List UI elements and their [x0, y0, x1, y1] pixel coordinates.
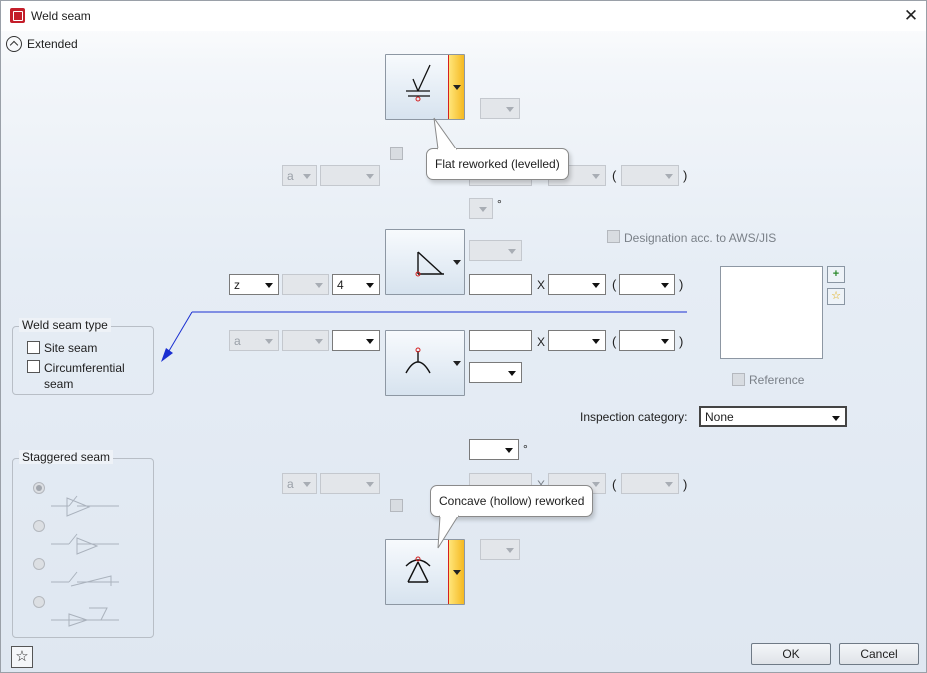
add-icon[interactable]: + — [827, 266, 845, 283]
title-bar: Weld seam ✕ — [1, 1, 926, 31]
bottom-checkbox[interactable] — [390, 499, 403, 512]
app-icon — [10, 8, 25, 23]
extended-toggle[interactable]: Extended — [27, 37, 78, 51]
top-size-select[interactable] — [320, 165, 380, 186]
circumferential-seam-label: Circumferential seam — [44, 361, 125, 391]
cancel-button[interactable]: Cancel — [839, 643, 919, 665]
arrow-side-length-input[interactable] — [469, 274, 532, 295]
arrow-side-size-select[interactable]: 4 — [332, 274, 380, 295]
other-side-count-select[interactable] — [548, 330, 606, 351]
flat-reworked-weld-symbol-icon — [406, 64, 431, 102]
bottom-symbol-tooltip-text: Concave (hollow) reworked — [439, 494, 585, 508]
top-weld-symbol-button[interactable] — [385, 54, 465, 120]
bottom-symbol-tooltip: Concave (hollow) reworked — [430, 485, 594, 517]
degree-label: ° — [497, 197, 502, 211]
other-side-type-select[interactable] — [282, 330, 329, 351]
weld-seam-type-title: Weld seam type — [19, 318, 111, 332]
arrow-side-prefix-select[interactable] — [282, 274, 329, 295]
designation-checkbox[interactable] — [607, 230, 620, 243]
line-type-select[interactable]: z — [229, 274, 279, 295]
top-symbol-dropdown[interactable] — [448, 55, 464, 119]
window-title: Weld seam — [31, 9, 91, 23]
other-side-prefix-select[interactable]: a — [229, 330, 279, 351]
staggered-option-1-radio[interactable] — [33, 482, 45, 494]
bottom-size-select[interactable] — [320, 473, 380, 494]
paren-close: ) — [679, 277, 684, 292]
arrow-side-finish-select[interactable] — [469, 240, 522, 261]
tooltip-pointer — [437, 515, 459, 549]
bottom-finish-select[interactable] — [480, 539, 520, 560]
arrow-side-symbol-button[interactable] — [385, 229, 465, 295]
close-icon[interactable]: ✕ — [903, 6, 919, 25]
circumferential-seam-checkbox[interactable] — [27, 360, 40, 373]
staggered-option-3-radio[interactable] — [33, 558, 45, 570]
top-checkbox[interactable] — [390, 147, 403, 160]
other-side-pitch-select[interactable] — [619, 330, 675, 351]
reference-line-arrow — [161, 311, 687, 362]
chevron-down-icon — [453, 260, 461, 265]
inspection-category-select[interactable]: None — [699, 406, 847, 427]
paren-open: ( — [612, 277, 617, 292]
concave-reworked-weld-symbol-icon — [405, 556, 431, 583]
designation-label: Designation acc. to AWS/JIS — [624, 231, 777, 245]
degree-label: ° — [523, 442, 528, 456]
convex-weld-symbol-icon — [405, 347, 431, 374]
staggered-seam-title: Staggered seam — [19, 450, 114, 464]
bottom-weld-symbol-button[interactable] — [385, 539, 465, 605]
top-finish-select[interactable] — [480, 98, 520, 119]
other-side-size-select[interactable] — [332, 330, 380, 351]
paren-open: ( — [612, 334, 617, 349]
favorites-star-icon[interactable]: ☆ — [11, 646, 33, 668]
staggered-option-4-radio[interactable] — [33, 596, 45, 608]
other-side-symbol-button[interactable] — [385, 330, 465, 396]
site-seam-label: Site seam — [44, 341, 98, 355]
top-symbol-tooltip: Flat reworked (levelled) — [426, 148, 569, 180]
arrow-side-count-select[interactable] — [548, 274, 606, 295]
other-side-finish-select[interactable] — [469, 362, 522, 383]
staggered-pattern-icons — [51, 495, 119, 627]
fillet-weld-symbol-icon — [415, 251, 444, 277]
top-angle-select[interactable] — [469, 198, 493, 219]
x-label: X — [537, 278, 546, 292]
chevron-down-icon — [453, 361, 461, 366]
tooltip-pointer — [433, 117, 457, 150]
paren-close: ) — [683, 477, 688, 492]
bottom-symbol-dropdown[interactable] — [448, 540, 464, 604]
bottom-prefix-select[interactable]: a — [282, 473, 317, 494]
ok-button[interactable]: OK — [751, 643, 831, 665]
top-prefix-select[interactable]: a — [282, 165, 317, 186]
collapse-icon[interactable] — [6, 36, 22, 52]
top-symbol-tooltip-text: Flat reworked (levelled) — [435, 157, 560, 171]
x-label: X — [537, 335, 546, 349]
top-pitch-select[interactable] — [621, 165, 679, 186]
bottom-angle-select[interactable] — [469, 439, 519, 460]
favorite-star-icon[interactable]: ☆ — [827, 288, 845, 305]
site-seam-checkbox[interactable] — [27, 341, 40, 354]
inspection-category-label: Inspection category: — [580, 410, 688, 424]
paren-open: ( — [612, 168, 617, 183]
bottom-pitch-select[interactable] — [621, 473, 679, 494]
staggered-option-2-radio[interactable] — [33, 520, 45, 532]
reference-checkbox[interactable] — [732, 373, 745, 386]
other-side-length-input[interactable] — [469, 330, 532, 351]
reference-label: Reference — [749, 373, 805, 387]
paren-open: ( — [612, 477, 617, 492]
paren-close: ) — [679, 334, 684, 349]
paren-close: ) — [683, 168, 688, 183]
arrow-side-pitch-select[interactable] — [619, 274, 675, 295]
reference-image-box[interactable] — [720, 266, 823, 359]
